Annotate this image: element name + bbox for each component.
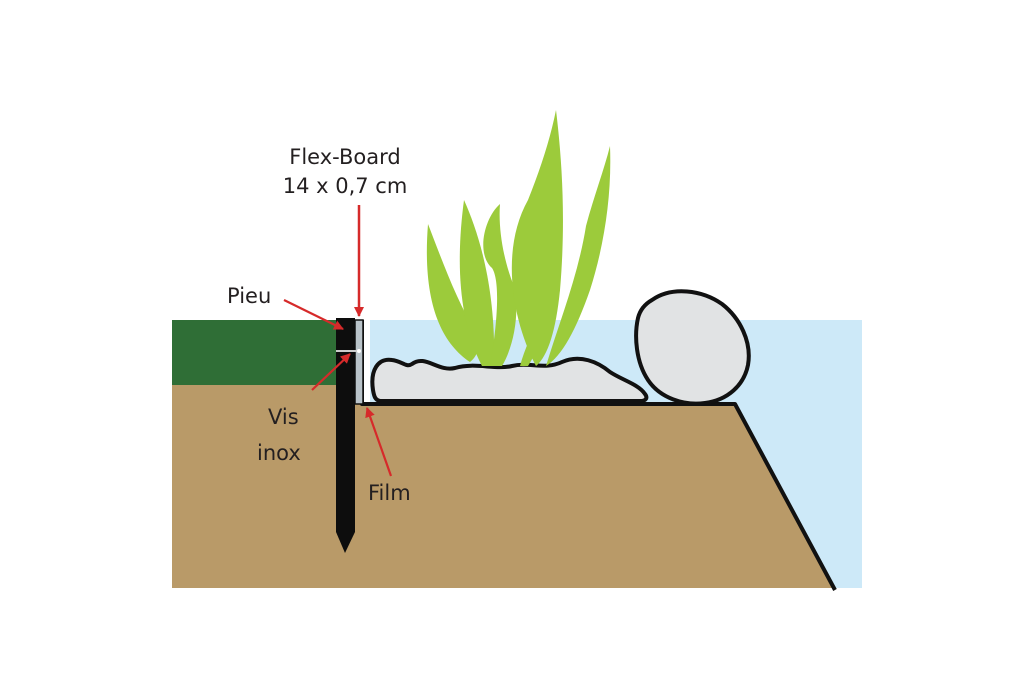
- screw-icon: [336, 349, 361, 353]
- grass: [172, 320, 338, 385]
- arrow-film: [365, 407, 393, 477]
- flex-board-label: Flex-Board: [289, 145, 400, 169]
- film-label: Film: [368, 481, 411, 505]
- screw-material-label: inox: [257, 441, 301, 465]
- flex-board: [354, 319, 364, 405]
- stone-icon: [370, 356, 649, 403]
- flex-board-size-label: 14 x 0,7 cm: [283, 174, 408, 198]
- arrow-screw: [311, 353, 351, 391]
- stake-label: Pieu: [227, 284, 271, 308]
- screw-label: Vis: [268, 405, 299, 429]
- arrow-stake: [283, 299, 344, 330]
- stake-icon: [336, 318, 355, 553]
- plant-icon: [426, 110, 611, 366]
- stone-icon: [634, 289, 751, 406]
